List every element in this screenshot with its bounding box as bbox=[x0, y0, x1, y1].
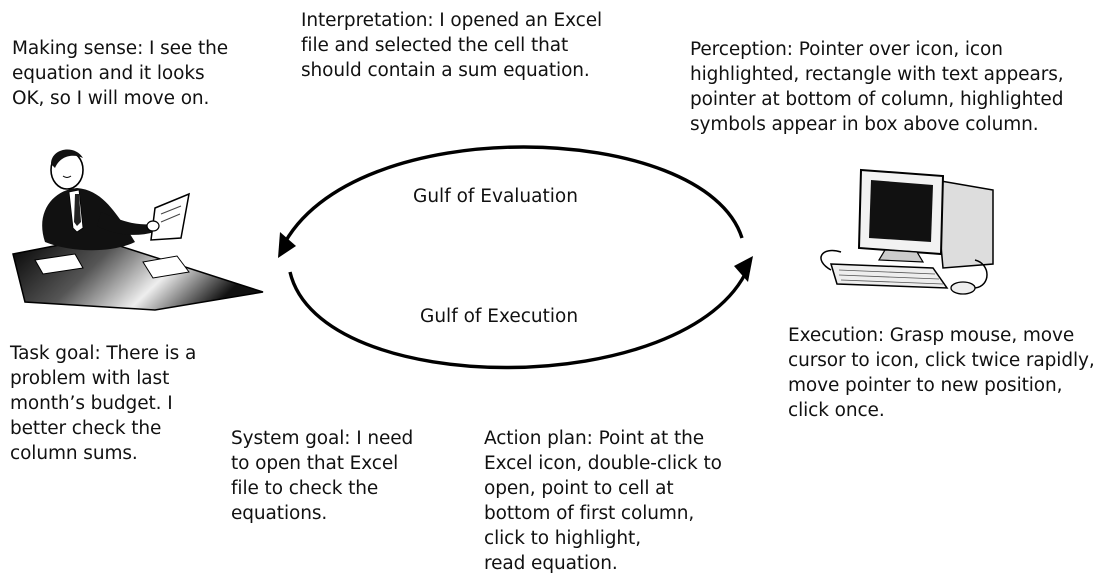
gulf-of-execution-label: Gulf of Execution bbox=[420, 306, 579, 327]
execution-arrowhead bbox=[734, 256, 753, 282]
perception-text: Perception: Pointer over icon, icon high… bbox=[690, 39, 1064, 135]
execution-text: Execution: Grasp mouse, move cursor to i… bbox=[788, 325, 1095, 421]
evaluation-arc bbox=[280, 145, 744, 249]
system-goal-text: System goal: I need to open that Excel f… bbox=[231, 428, 414, 524]
evaluation-arrowhead bbox=[278, 232, 296, 258]
action-plan-text: Action plan: Point at the Excel icon, do… bbox=[484, 428, 722, 574]
person-at-desk-icon bbox=[12, 149, 264, 311]
making-sense-text: Making sense: I see the equation and it … bbox=[12, 38, 229, 109]
interpretation-text: Interpretation: I opened an Excel file a… bbox=[301, 10, 603, 81]
execution-arc bbox=[288, 267, 750, 370]
desktop-computer-icon bbox=[820, 168, 994, 295]
task-goal-text: Task goal: There is a problem with last … bbox=[10, 343, 197, 464]
gulf-of-evaluation-label: Gulf of Evaluation bbox=[413, 186, 578, 207]
